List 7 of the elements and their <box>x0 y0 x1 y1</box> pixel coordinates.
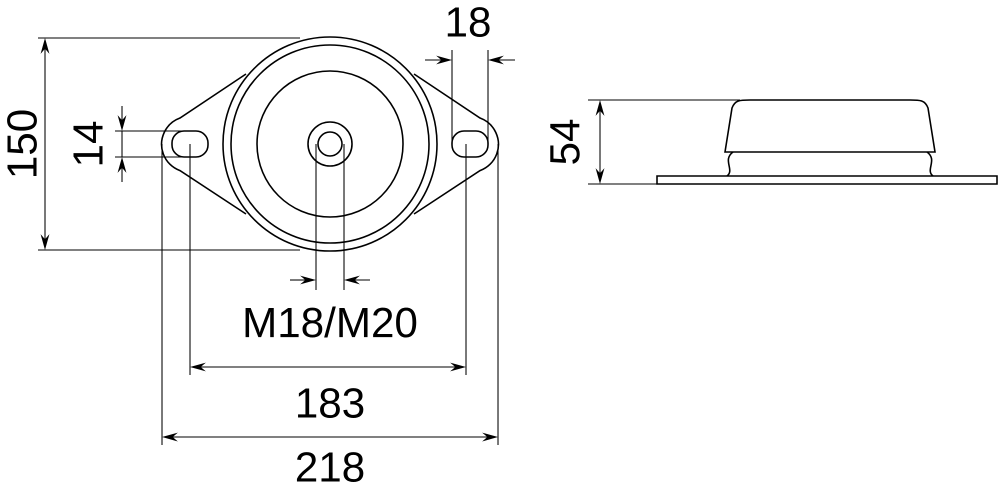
dimension-label: 54 <box>550 120 580 164</box>
dimension-label: 218 <box>296 452 364 482</box>
dimension-label: 183 <box>298 388 364 418</box>
dimension-label: 18 <box>448 7 490 37</box>
dimension-label: 14 <box>74 122 102 164</box>
dimension-label: 150 <box>7 110 37 176</box>
dimension-label: M18/M20 <box>246 306 416 338</box>
